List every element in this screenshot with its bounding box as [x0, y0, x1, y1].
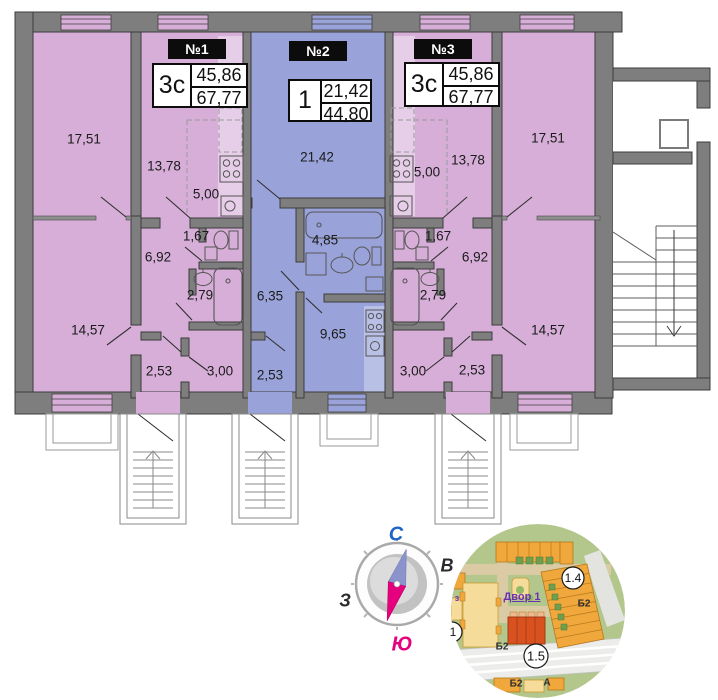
stairwell-wing: [612, 67, 711, 391]
compass-needle: [386, 549, 407, 621]
map-building-1-5-circle: [523, 643, 549, 669]
apartment-1-walls: [130, 31, 244, 399]
door-leaves: [100, 179, 533, 442]
toilet-icon: [213, 230, 420, 266]
bathtub-icon: [213, 211, 420, 326]
bottom-facade-openings: [51, 392, 573, 414]
kitchen-zones: [186, 107, 448, 216]
elevator-shaft: [659, 119, 689, 149]
entry-stairs: [119, 413, 502, 525]
apartment-1-hotspot[interactable]: [33, 32, 243, 398]
apartment-2-hotspot[interactable]: [251, 32, 385, 398]
apartment-3-thin-partition: [501, 215, 601, 221]
highlighted-building: [507, 611, 546, 645]
map-building-partial-circle: [451, 621, 463, 643]
stove-icon: [219, 155, 414, 333]
site-map: [451, 524, 625, 698]
map-building-1-4-circle: [561, 566, 585, 590]
top-facade-windows: [60, 14, 575, 31]
staircase-interior: [612, 225, 697, 347]
washbasin-icon: [193, 253, 440, 286]
apartment-3-walls: [389, 31, 503, 399]
washer-icon: [204, 246, 429, 292]
window-wells: [45, 413, 579, 451]
stairs-down-arrow: [666, 230, 682, 337]
kitchen-sink-icon: [220, 195, 413, 357]
map-building-1-5-label[interactable]: 1.5: [526, 648, 546, 664]
map-building-1-4-label[interactable]: 1.4: [564, 571, 582, 585]
compass-rose: [351, 538, 443, 630]
apartment-1-thin-partition: [32, 215, 132, 221]
apartment-3-hotspot[interactable]: [393, 32, 595, 398]
